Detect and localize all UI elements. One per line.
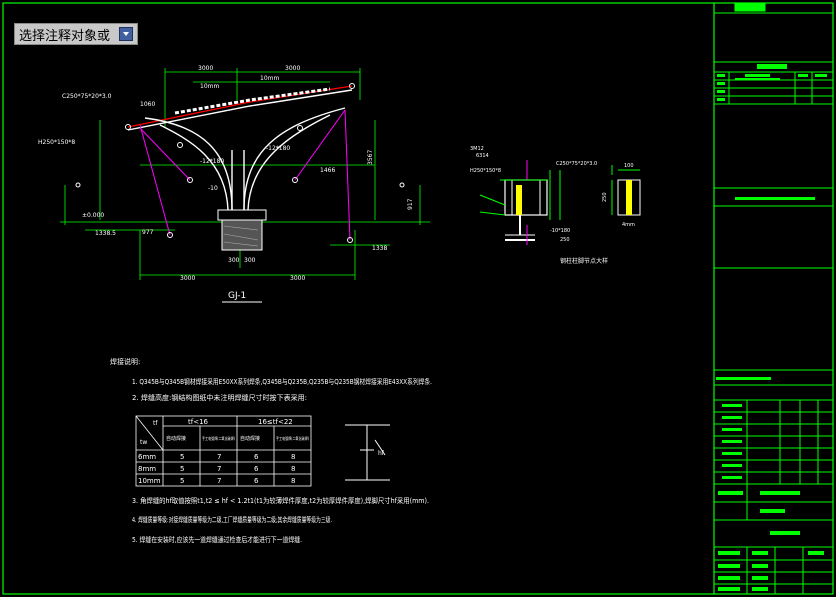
weld-diagram — [345, 424, 390, 481]
weld-cell: 8 — [291, 477, 295, 485]
weld-table-corner-bottom: tw — [140, 439, 147, 446]
c-section-dim-height: 250 — [602, 192, 608, 202]
section-label-bolts: 3M12 — [470, 146, 484, 152]
weld-cell: 5 — [180, 477, 184, 485]
section-label-width: 250 — [560, 237, 570, 243]
weld-cell: 5 — [180, 453, 184, 461]
weld-row-label: 10mm — [138, 477, 161, 485]
gj1-label-plate-3: -10 — [208, 185, 218, 192]
gj1-label-1338-right: 1338 — [372, 245, 387, 252]
gj1-dim-bottom-left: 3000 — [180, 275, 195, 282]
gj1-label-elevation: ±0.000 — [82, 212, 104, 219]
c-section-dim-width: 100 — [624, 163, 634, 169]
gj1-label-h-section: H250*150*8 — [38, 139, 75, 146]
notes-heading: 焊接说明: — [110, 357, 140, 366]
gj1-label-917: 917 — [407, 198, 414, 210]
gj1-braces — [139, 109, 351, 241]
gj1-markers — [75, 83, 405, 243]
weld-table-sub-1: 自动焊接 — [166, 435, 186, 442]
section-label-c: C250*75*20*3.0 — [556, 161, 597, 167]
gj1-label-1338-left: 1338.5 — [95, 230, 116, 237]
weld-table-rows: 6mm 5 7 6 8 8mm 5 7 6 8 10mm 5 7 6 8 — [138, 453, 295, 485]
weld-cell: 7 — [217, 477, 221, 485]
section-label-weld: 6314 — [476, 153, 489, 159]
gj1-label-1060: 1060 — [140, 101, 155, 108]
section-label-h: H250*150*8 — [470, 168, 501, 174]
command-prompt[interactable]: 选择注释对象或 — [14, 23, 138, 45]
c-section-detail — [611, 165, 641, 216]
weld-row-label: 8mm — [138, 465, 156, 473]
gj1-dim-bottom-right: 3000 — [290, 275, 305, 282]
gj1-label-plate-2: -12*180 — [266, 145, 290, 152]
weld-table-corner-top: tf — [153, 420, 158, 427]
weld-cell: 8 — [291, 453, 295, 461]
gj1-label-977: 977 — [142, 229, 154, 236]
weld-table-sub-2: 手工电弧焊(二氧化碳焊) — [202, 435, 235, 441]
gj1-label-base-left: 300 — [228, 257, 240, 264]
weld-cell: 8 — [291, 465, 295, 473]
weld-row-label: 6mm — [138, 453, 156, 461]
gj1-dim-mid-left: 10mm — [200, 83, 219, 90]
weld-cell: 6 — [254, 465, 259, 473]
weld-table-sub-4: 手工电弧焊(二氧化碳焊) — [276, 435, 309, 441]
notes-line-1: 1. Q345B与Q345B钢材焊接采用E50XX系列焊条,Q345B与Q235… — [132, 377, 432, 386]
section-detail — [479, 160, 561, 245]
weld-cell: 7 — [217, 465, 221, 473]
notes-line-2: 2. 焊缝高度:钢结构图纸中未注明焊缝尺寸时按下表采用: — [132, 393, 307, 402]
notes-line-5: 5. 焊缝在安装时,应该先一道焊缝通过检查后才能进行下一道焊缝. — [132, 535, 302, 544]
section-title: 钢柱柱脚节点大样 — [560, 257, 608, 265]
gj1-tree-columns — [144, 107, 346, 211]
weld-table-grid — [135, 415, 312, 487]
weld-cell: 6 — [254, 453, 259, 461]
c-section-dim-thick: 4mm — [622, 222, 635, 228]
gj1-drawing-title: GJ-1 — [228, 291, 246, 301]
gj1-dimension-lines — [60, 68, 430, 280]
weld-table-head-2: 16≤tf<22 — [258, 418, 293, 426]
weld-cell: 7 — [217, 453, 221, 461]
command-prompt-label: 选择注释对象或 — [19, 28, 111, 44]
gj1-label-3567: 3567 — [367, 150, 374, 165]
weld-cell: 6 — [254, 477, 259, 485]
title-block-marks — [716, 64, 827, 591]
gj1-canopy-beam — [127, 85, 353, 131]
gj1-foundation-hatch — [223, 225, 259, 247]
notes-line-3: 3. 角焊缝的hf取值按照t1,t2 ≤ hf < 1.2t1(t1为较薄焊件厚… — [132, 496, 429, 505]
gj1-dim-top-right: 3000 — [285, 65, 300, 72]
gj1-dim-mid-right: 10mm — [260, 75, 279, 82]
weld-diagram-label: hf — [378, 450, 385, 457]
section-label-plate: -10*180 — [550, 228, 570, 234]
weld-cell: 5 — [180, 465, 184, 473]
notes-line-4: 4. 焊缝质量等级:对接焊缝质量等级为二级,工厂焊缝质量等级为二级;其余焊缝质量… — [132, 515, 332, 524]
gj1-base-plate — [217, 209, 267, 221]
gj1-label-c-section: C250*75*20*3.0 — [62, 93, 112, 100]
gj1-dim-top-left: 3000 — [198, 65, 213, 72]
gj1-label-base-right: 300 — [244, 257, 256, 264]
weld-table-head-1: tf<16 — [188, 418, 209, 426]
gj1-label-plate-1: -12*180 — [200, 158, 224, 165]
weld-table-sub-3: 自动焊接 — [240, 435, 260, 442]
gj1-label-1466: 1466 — [320, 167, 335, 174]
title-block — [713, 2, 834, 594]
dropdown-arrow-icon[interactable] — [119, 27, 133, 41]
